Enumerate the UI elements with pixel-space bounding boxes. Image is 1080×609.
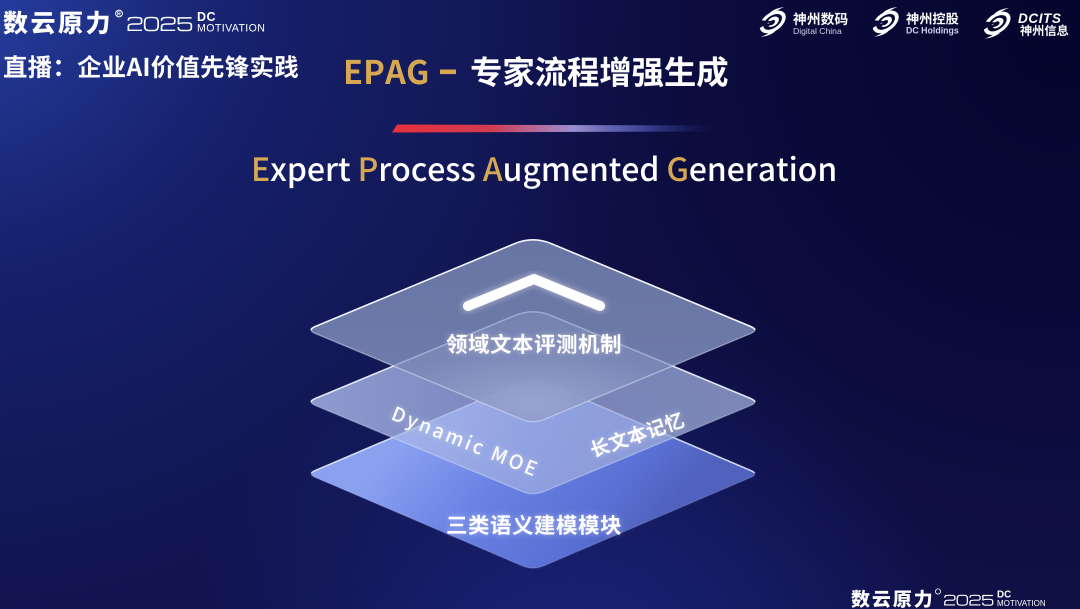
svg-text:MOTIVATION: MOTIVATION bbox=[997, 599, 1046, 608]
svg-text:MOTIVATION: MOTIVATION bbox=[197, 23, 265, 35]
svg-text:DC Holdings: DC Holdings bbox=[906, 26, 959, 36]
svg-text:R: R bbox=[117, 12, 121, 18]
svg-text:DCITS: DCITS bbox=[1018, 11, 1062, 26]
svg-text:DC: DC bbox=[197, 10, 216, 24]
svg-text:DC: DC bbox=[997, 590, 1011, 601]
svg-text:Digital China: Digital China bbox=[793, 26, 842, 36]
